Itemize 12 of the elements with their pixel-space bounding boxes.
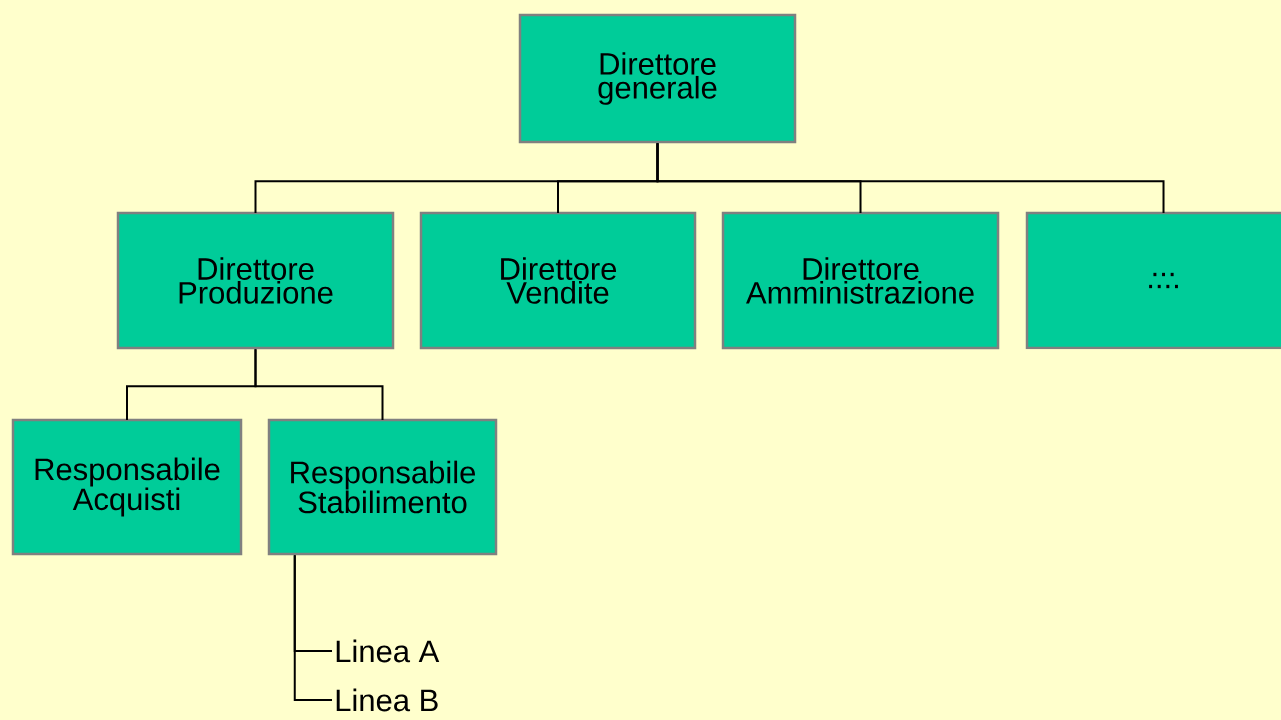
org-box: ... .... xyxy=(1025,211,1281,350)
line-label: Linea B xyxy=(336,688,438,712)
connector-line xyxy=(293,554,333,701)
line-label: Linea A xyxy=(336,639,440,663)
connector-line xyxy=(656,142,1165,214)
org-box: Responsabile Acquisti xyxy=(11,418,243,556)
org-box: Direttore Produzione xyxy=(116,211,395,350)
org-box: Direttore Amministrazione xyxy=(721,211,1000,350)
org-box: Direttore generale xyxy=(518,13,797,144)
org-box: Responsabile Stabilimento xyxy=(267,418,498,556)
org-box: Direttore Vendite xyxy=(419,211,697,350)
connector-line xyxy=(254,348,384,421)
